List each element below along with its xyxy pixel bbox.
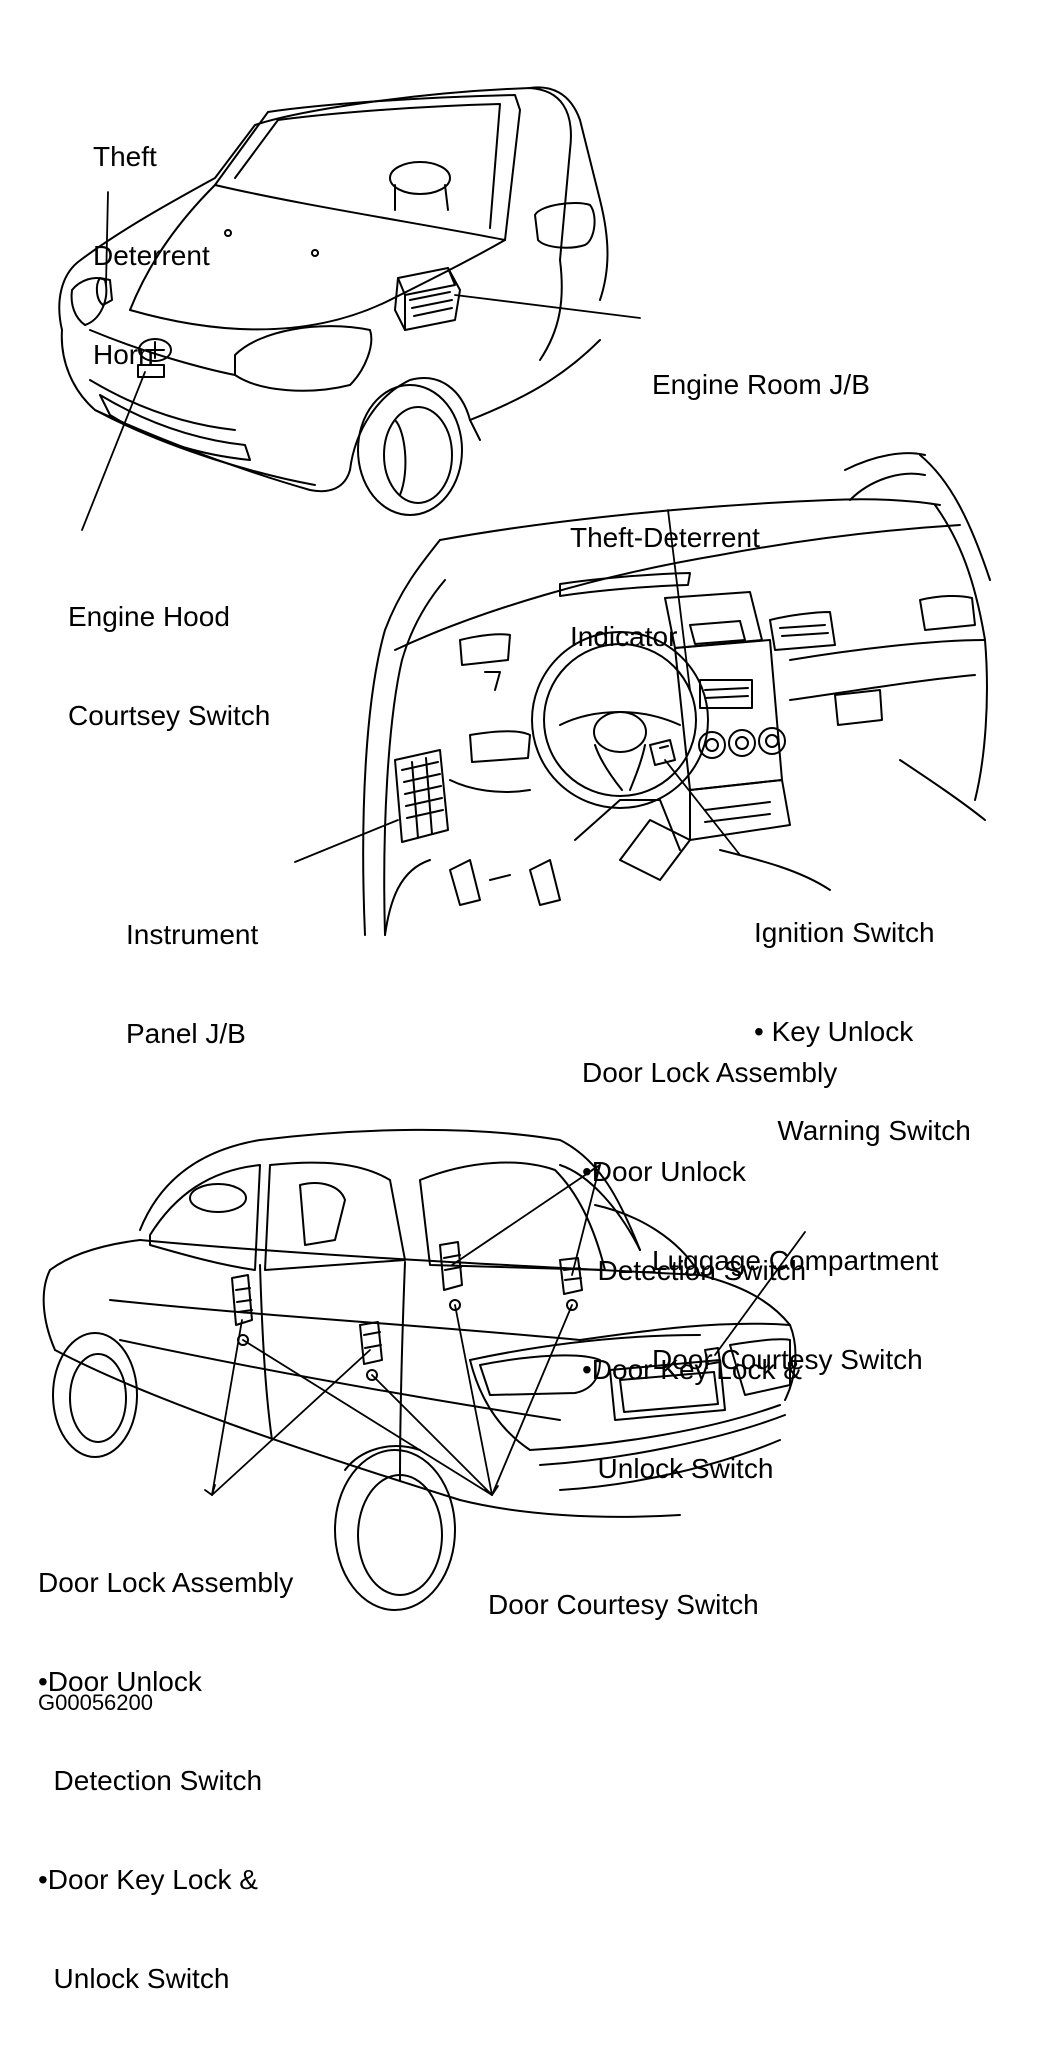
door-lock-rear-line-4: •Door Key Lock & bbox=[582, 1354, 802, 1385]
ignition-line-1: Ignition Switch bbox=[754, 917, 935, 948]
engine-hood-line-2: Courtsey Switch bbox=[68, 700, 271, 731]
luggage-line-2: Door Courtesy Switch bbox=[652, 1344, 923, 1375]
theft-deterrent-indicator-label: Theft-Deterrent Indicator bbox=[570, 455, 760, 719]
door-lock-front-line-1: Door Lock Assembly bbox=[38, 1567, 294, 1598]
line-art bbox=[0, 0, 1042, 1780]
ignition-switch-label: Ignition Switch • Key Unlock Warning Swi… bbox=[754, 850, 971, 1213]
door-lock-front-line-4: •Door Key Lock & bbox=[38, 1864, 258, 1895]
instrument-panel-line-2: Panel J/B bbox=[126, 1018, 246, 1049]
ignition-line-3: Warning Switch bbox=[754, 1115, 971, 1146]
front-car-drawing bbox=[59, 87, 607, 515]
luggage-compartment-switch-label: Luggage Compartment Door Courtesy Switch bbox=[652, 1178, 938, 1442]
door-lock-assembly-rear-label: Door Lock Assembly •Door Unlock Detectio… bbox=[582, 990, 837, 1551]
theft-deterrent-horn-label: Theft Deterrent Horn bbox=[93, 74, 210, 437]
door-lock-rear-line-3: Detection Switch bbox=[582, 1255, 807, 1286]
theft-indicator-line-2: Indicator bbox=[570, 621, 678, 652]
theft-horn-line-1: Theft bbox=[93, 141, 157, 172]
door-lock-front-line-5: Unlock Switch bbox=[38, 1963, 230, 1994]
door-courtesy-line-1: Door Courtesy Switch bbox=[488, 1589, 759, 1620]
dashboard-drawing bbox=[363, 453, 990, 935]
component-location-diagram: Theft Deterrent Horn Engine Room J/B Eng… bbox=[0, 0, 1042, 1994]
door-lock-front-line-3: Detection Switch bbox=[38, 1765, 263, 1796]
leader-lines bbox=[82, 192, 805, 1495]
door-lock-rear-line-5: Unlock Switch bbox=[582, 1453, 774, 1484]
theft-indicator-line-1: Theft-Deterrent bbox=[570, 522, 760, 553]
engine-hood-line-1: Engine Hood bbox=[68, 601, 230, 632]
rear-car-drawing bbox=[44, 1130, 796, 1610]
engine-room-jb-line-1: Engine Room J/B bbox=[652, 369, 870, 400]
instrument-panel-line-1: Instrument bbox=[126, 919, 259, 950]
theft-horn-line-2: Deterrent bbox=[93, 240, 210, 271]
instrument-panel-jb-label: Instrument Panel J/B bbox=[126, 852, 258, 1116]
theft-horn-line-3: Horn bbox=[93, 339, 154, 370]
engine-room-jb-label: Engine Room J/B bbox=[652, 302, 870, 467]
luggage-line-1: Luggage Compartment bbox=[652, 1245, 939, 1276]
door-lock-front-line-2: •Door Unlock bbox=[38, 1666, 202, 1697]
door-courtesy-switch-label: Door Courtesy Switch bbox=[488, 1522, 759, 1687]
door-lock-assembly-front-label: Door Lock Assembly •Door Unlock Detectio… bbox=[38, 1500, 293, 2061]
door-lock-rear-line-1: Door Lock Assembly bbox=[582, 1057, 838, 1088]
figure-code: G00056200 bbox=[38, 1690, 153, 1715]
ignition-line-2: • Key Unlock bbox=[754, 1016, 914, 1047]
door-lock-rear-line-2: •Door Unlock bbox=[582, 1156, 746, 1187]
engine-hood-courtesy-switch-label: Engine Hood Courtsey Switch bbox=[68, 534, 270, 798]
